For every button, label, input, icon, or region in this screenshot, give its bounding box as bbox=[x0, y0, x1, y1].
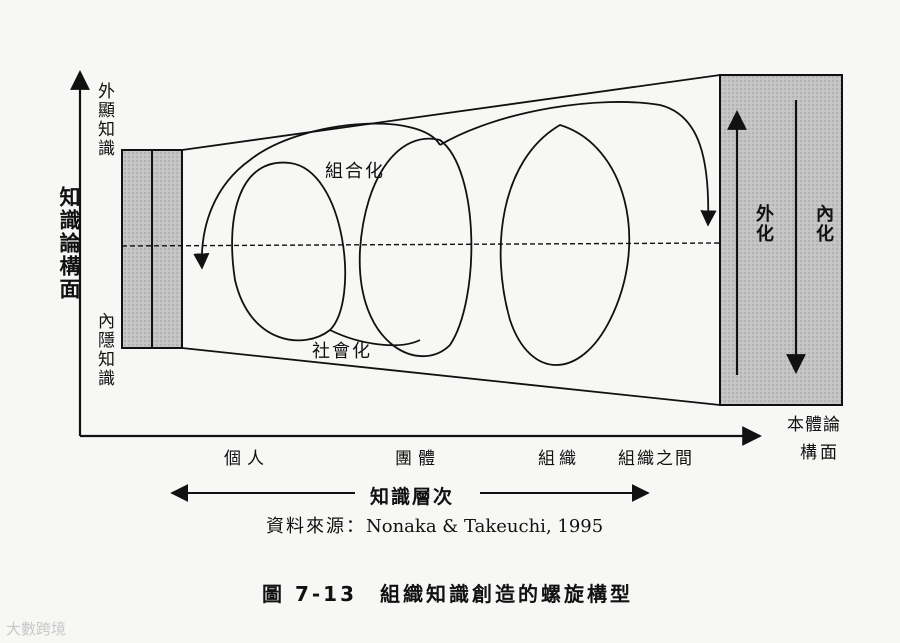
spiral-right-sweep-arrow bbox=[439, 101, 717, 227]
externalization-label: 外化 bbox=[753, 204, 774, 244]
internalization-label: 內化 bbox=[813, 204, 834, 244]
spiral-loop-3 bbox=[499, 124, 631, 366]
tacit-knowledge-label: 內隱知識 bbox=[94, 312, 114, 388]
level-individual: 個人 bbox=[224, 449, 270, 469]
spiral-left-return-arrow bbox=[193, 122, 441, 270]
midline bbox=[121, 242, 721, 247]
left-knowledge-box bbox=[121, 149, 183, 349]
figure-caption: 圖 7-13 組織知識創造的螺旋構型 bbox=[262, 582, 634, 606]
source-prefix: 資料來源： bbox=[266, 516, 366, 537]
explicit-knowledge-label: 外顯知識 bbox=[94, 82, 114, 158]
ontological-dimension-label-1: 本體論 bbox=[787, 415, 841, 435]
spiral-loop-1 bbox=[231, 161, 346, 342]
spiral-loop-2 bbox=[359, 137, 473, 358]
socialization-label: 社會化 bbox=[312, 341, 372, 362]
level-organization: 組織 bbox=[538, 449, 580, 469]
level-inter-organization: 組織之間 bbox=[618, 449, 694, 469]
watermark: 大數跨境 bbox=[6, 620, 67, 638]
cone-top-edge bbox=[181, 74, 721, 151]
combination-label: 組合化 bbox=[325, 161, 385, 182]
ontological-dimension-label-2: 構面 bbox=[800, 443, 840, 463]
spiral-bottom-connector bbox=[329, 329, 421, 347]
right-ontology-box bbox=[719, 74, 843, 406]
source-note: 資料來源：Nonaka & Takeuchi, 1995 bbox=[266, 512, 603, 538]
source-citation: Nonaka & Takeuchi, 1995 bbox=[366, 516, 604, 537]
y-axis-title: 知識論構面 bbox=[57, 186, 81, 301]
knowledge-level-label: 知識層次 bbox=[370, 486, 455, 508]
cone-bottom-edge bbox=[181, 347, 721, 406]
level-group: 團體 bbox=[395, 449, 441, 469]
